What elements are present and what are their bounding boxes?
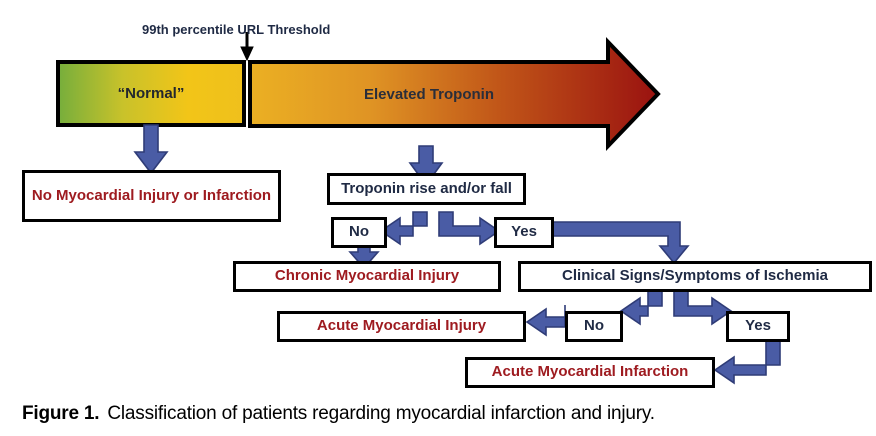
node-clinical-signs-symptoms-of-ischemia: Clinical Signs/Symptoms of Ischemia bbox=[518, 261, 872, 292]
node-troponin-yes: Yes bbox=[494, 217, 554, 248]
node-acute-myocardial-infarction: Acute Myocardial Infarction bbox=[465, 357, 715, 388]
node-no-myocardial-injury-or-infarction: No Myocardial Injury or Infarction bbox=[22, 170, 281, 222]
node-troponin-rise-or-fall: Troponin rise and/or fall bbox=[327, 173, 526, 205]
arrow-clinical-to-no bbox=[619, 290, 663, 326]
arrow-no-to-acute-injury bbox=[525, 305, 566, 337]
node-signs-yes: Yes bbox=[726, 311, 790, 342]
threshold-pointer bbox=[240, 32, 254, 62]
node-troponin-no: No bbox=[331, 217, 387, 248]
flowchart-graphics bbox=[56, 32, 781, 385]
node-chronic-myocardial-injury: Chronic Myocardial Injury bbox=[233, 261, 501, 292]
blue-connectors bbox=[133, 124, 781, 385]
arrow-troponin-to-no bbox=[379, 211, 428, 246]
figure-caption: Figure 1. Classification of patients reg… bbox=[0, 392, 876, 436]
node-acute-myocardial-injury: Acute Myocardial Injury bbox=[277, 311, 526, 342]
arrow-yes-to-infarction bbox=[713, 337, 781, 385]
arrow-troponin-to-yes bbox=[438, 211, 501, 246]
normal-band bbox=[56, 60, 246, 127]
arrow-yes-to-clinical-signs bbox=[552, 221, 690, 265]
figure-caption-text: Classification of patients regarding myo… bbox=[107, 403, 655, 424]
elevated-troponin-arrow bbox=[248, 37, 661, 151]
figure-caption-label: Figure 1. bbox=[22, 403, 100, 424]
arrow-clinical-to-yes bbox=[673, 290, 733, 326]
arrow-normal-to-no-injury bbox=[133, 124, 169, 175]
node-signs-no: No bbox=[565, 311, 623, 342]
threshold-label: 99th percentile URL Threshold bbox=[142, 22, 331, 37]
